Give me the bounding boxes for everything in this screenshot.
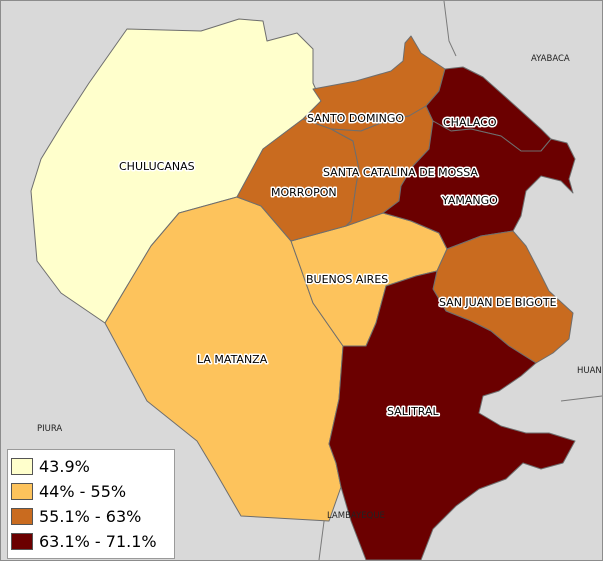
district-yamango[interactable] — [382, 120, 576, 250]
label-santa-catalina-de-mossa: SANTA CATALINA DE MOSSA — [323, 166, 478, 179]
region-label-piura: PIURA — [37, 424, 62, 434]
legend-item: 44% - 55% — [11, 479, 174, 504]
region-boundary-east — [560, 395, 602, 402]
legend-label: 63.1% - 71.1% — [39, 532, 157, 551]
legend-item: 55.1% - 63% — [11, 504, 174, 529]
region-boundary-ayabaca — [443, 1, 457, 57]
label-buenos-aires: BUENOS AIRES — [306, 273, 388, 286]
region-label-ayabaca: AYABACA — [531, 54, 570, 64]
legend-label: 44% - 55% — [39, 482, 127, 501]
label-chalaco: CHALACO — [443, 116, 497, 129]
label-salitral: SALITRAL — [387, 405, 440, 418]
label-santo-domingo: SANTO DOMINGO — [307, 112, 404, 125]
region-label-lambayeque: LAMBAYEQUE — [327, 511, 385, 521]
label-yamango: YAMANGO — [441, 194, 498, 207]
legend-item: 63.1% - 71.1% — [11, 529, 174, 554]
legend-swatch — [11, 508, 33, 525]
label-la-matanza: LA MATANZA — [197, 353, 268, 366]
legend-label: 43.9% — [39, 457, 90, 476]
label-san-juan-de-bigote: SAN JUAN DE BIGOTE — [439, 296, 557, 309]
region-label-huan: HUAN — [577, 366, 602, 376]
legend-label: 55.1% - 63% — [39, 507, 142, 526]
label-chulucanas: CHULUCANAS — [119, 160, 195, 173]
label-morropon: MORROPON — [271, 186, 337, 199]
legend-item: 43.9% — [11, 454, 174, 479]
legend-swatch — [11, 533, 33, 550]
legend-swatch — [11, 483, 33, 500]
district-salitral[interactable] — [328, 270, 576, 560]
map-legend: 43.9% 44% - 55% 55.1% - 63% 63.1% - 71.1… — [7, 449, 175, 559]
legend-swatch — [11, 458, 33, 475]
